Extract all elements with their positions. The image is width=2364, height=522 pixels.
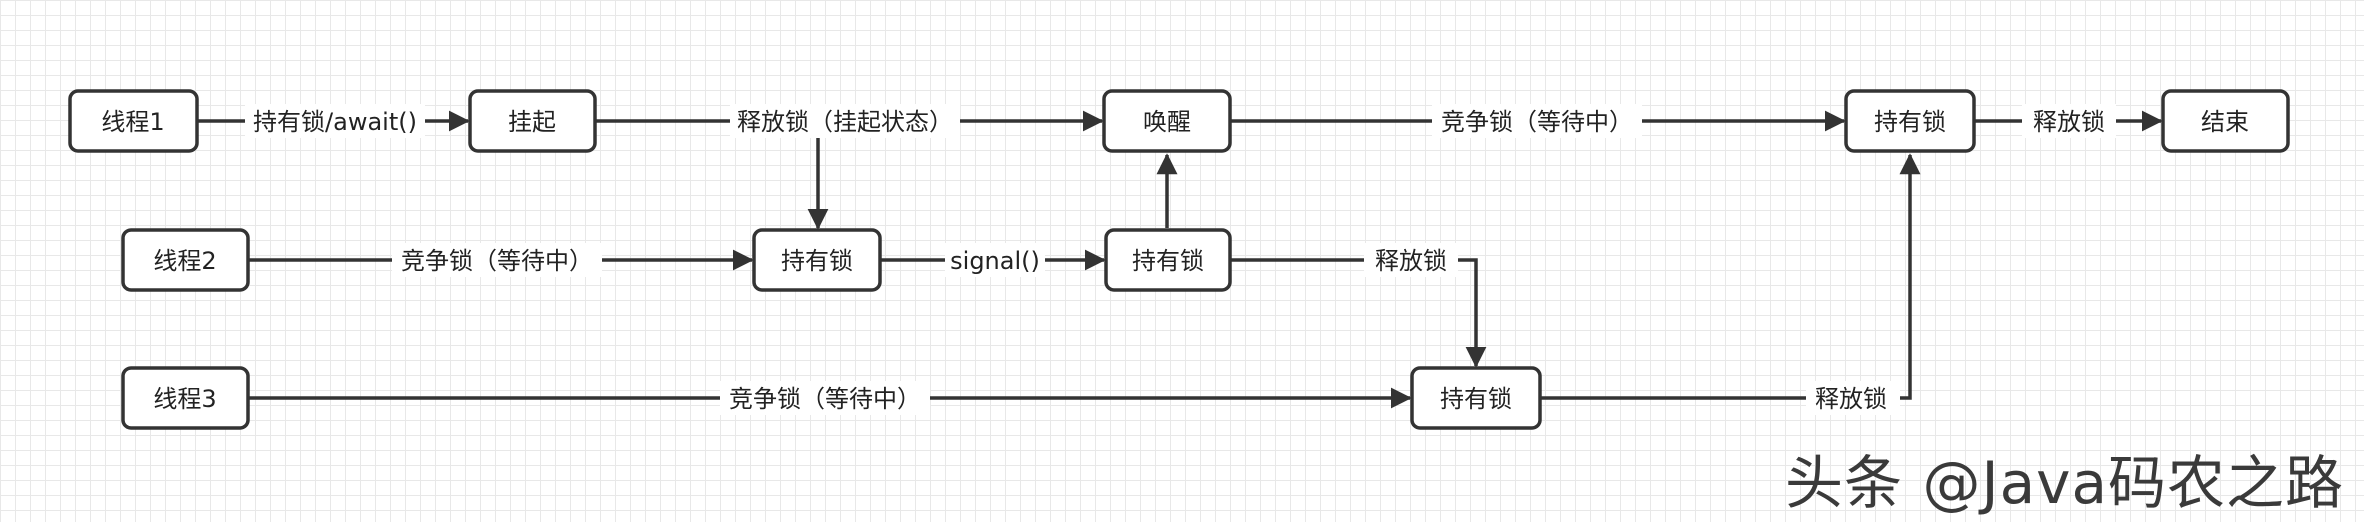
label-await: 持有锁/await() (245, 104, 425, 138)
label-signal: signal() (945, 243, 1045, 277)
node-suspend: 挂起 (468, 89, 597, 153)
svg-text:线程3: 线程3 (153, 385, 216, 413)
svg-text:持有锁/await(): 持有锁/await() (253, 108, 417, 136)
label-compete-wait-3: 竞争锁（等待中） (720, 381, 930, 415)
svg-text:结束: 结束 (2201, 108, 2249, 136)
svg-text:线程1: 线程1 (101, 108, 164, 136)
node-thread3-hold: 持有锁 (1410, 366, 1542, 430)
label-compete-wait-1: 竞争锁（等待中） (1432, 104, 1642, 138)
label-compete-wait-2: 竞争锁（等待中） (392, 243, 602, 277)
label-release-end: 释放锁 (2022, 104, 2116, 138)
node-end: 结束 (2161, 89, 2290, 153)
edge-signal-hold-to-thread3-hold (1230, 258, 1487, 368)
svg-text:持有锁: 持有锁 (1874, 108, 1946, 136)
svg-text:持有锁: 持有锁 (1440, 385, 1512, 413)
svg-text:signal(): signal() (950, 247, 1040, 275)
svg-text:竞争锁（等待中）: 竞争锁（等待中） (401, 247, 593, 275)
label-release-suspended: 释放锁（挂起状态） (730, 104, 960, 138)
label-release-to-thread3: 释放锁 (1364, 243, 1458, 277)
svg-text:释放锁（挂起状态）: 释放锁（挂起状态） (737, 108, 953, 136)
svg-text:线程2: 线程2 (153, 247, 216, 275)
node-thread2-hold: 持有锁 (752, 228, 882, 292)
svg-text:唤醒: 唤醒 (1143, 108, 1191, 136)
node-thread3: 线程3 (121, 366, 250, 430)
node-wake: 唤醒 (1102, 89, 1232, 153)
node-thread2: 线程2 (121, 228, 250, 292)
svg-text:持有锁: 持有锁 (1132, 247, 1204, 275)
node-thread1-hold: 持有锁 (1844, 89, 1976, 153)
svg-text:竞争锁（等待中）: 竞争锁（等待中） (729, 385, 921, 413)
svg-text:释放锁: 释放锁 (2033, 108, 2105, 136)
svg-text:挂起: 挂起 (508, 108, 556, 136)
svg-text:持有锁: 持有锁 (781, 247, 853, 275)
watermark: 头条 @Java码农之路 (1785, 449, 2344, 517)
svg-text:释放锁: 释放锁 (1375, 247, 1447, 275)
label-release-to-thread1: 释放锁 (1806, 381, 1900, 415)
svg-text:释放锁: 释放锁 (1815, 385, 1887, 413)
edge-thread3-hold-to-thread1-hold (1540, 153, 1921, 400)
svg-text:竞争锁（等待中）: 竞争锁（等待中） (1441, 108, 1633, 136)
node-thread1: 线程1 (68, 89, 199, 153)
node-signal-hold: 持有锁 (1104, 228, 1232, 292)
